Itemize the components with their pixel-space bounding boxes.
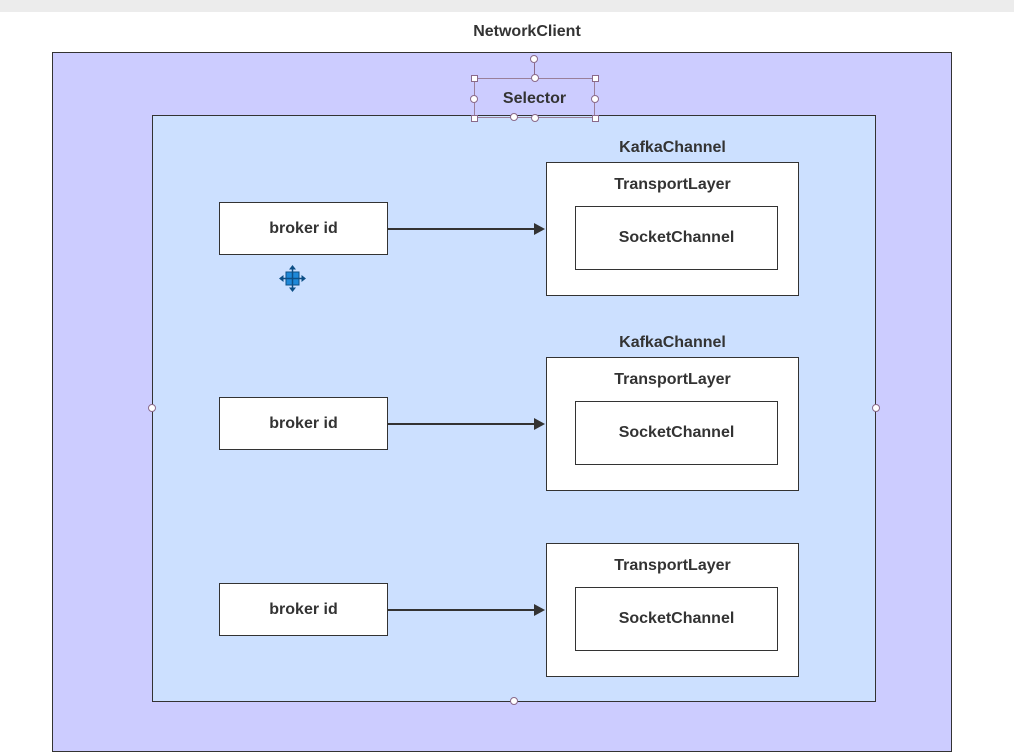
selector-container-handle-left[interactable] [148, 404, 156, 412]
kafka-channel-label: KafkaChannel [619, 334, 726, 351]
connection-handle-top[interactable] [531, 74, 539, 82]
transport-layer-box[interactable]: TransportLayer SocketChannel [546, 543, 799, 677]
socket-channel-box[interactable]: SocketChannel [575, 206, 778, 270]
kafka-channel-label: KafkaChannel [619, 139, 726, 156]
resize-handle-bottom-left[interactable] [471, 115, 478, 122]
resize-handle-top-left[interactable] [471, 75, 478, 82]
connection-handle-left[interactable] [470, 95, 478, 103]
connection-handle-right[interactable] [591, 95, 599, 103]
rotation-handle[interactable] [530, 55, 538, 63]
broker-to-channel-arrow [388, 418, 545, 430]
socket-channel-box[interactable]: SocketChannel [575, 401, 778, 465]
broker-id-box[interactable]: broker id [219, 202, 388, 255]
top-toolbar-strip [0, 0, 1014, 12]
network-client-label: NetworkClient [473, 23, 581, 40]
transport-layer-box[interactable]: TransportLayer SocketChannel [546, 162, 799, 296]
transport-layer-box[interactable]: TransportLayer SocketChannel [546, 357, 799, 491]
transport-layer-label: TransportLayer [614, 176, 731, 193]
transport-layer-label: TransportLayer [614, 557, 731, 574]
broker-id-box[interactable]: broker id [219, 583, 388, 636]
socket-channel-box[interactable]: SocketChannel [575, 587, 778, 651]
broker-to-channel-arrow [388, 604, 545, 616]
move-cursor-icon [279, 265, 306, 292]
resize-handle-bottom-right[interactable] [592, 115, 599, 122]
selector-label[interactable]: Selector [502, 90, 567, 107]
selector-container-handle-bottom[interactable] [510, 697, 518, 705]
resize-handle-top-right[interactable] [592, 75, 599, 82]
selector-container-handle-right[interactable] [872, 404, 880, 412]
connection-handle-bottom-left[interactable] [510, 113, 518, 121]
broker-id-box[interactable]: broker id [219, 397, 388, 450]
connection-handle-bottom[interactable] [531, 114, 539, 122]
transport-layer-label: TransportLayer [614, 371, 731, 388]
rotation-handle-stem [534, 63, 535, 78]
broker-to-channel-arrow [388, 223, 545, 235]
